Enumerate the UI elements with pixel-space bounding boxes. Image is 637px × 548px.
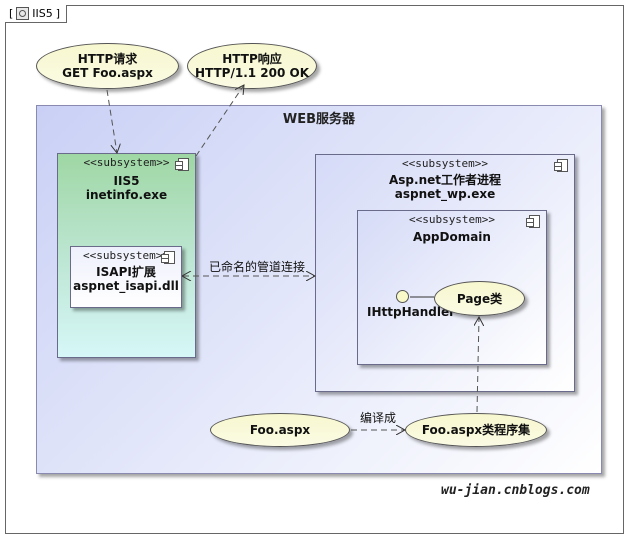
component-icon (175, 158, 189, 171)
footer-credit: wu-jian.cnblogs.com (441, 483, 590, 498)
appdomain-stereotype: <<subsystem>> (408, 213, 496, 226)
worker-name: Asp.net工作者进程 (389, 173, 501, 187)
http-request-line2: GET Foo.aspx (62, 66, 153, 80)
worker-stereotype: <<subsystem>> (401, 157, 489, 170)
frame-title: IIS5 (32, 7, 53, 20)
frame-tab: [ IIS5 ] (5, 5, 68, 23)
component-icon (554, 159, 568, 172)
foo-assembly-label: Foo.aspx类程序集 (421, 423, 531, 437)
http-response-line1: HTTP响应 (222, 52, 282, 66)
http-request-line1: HTTP请求 (77, 52, 138, 66)
foo-aspx-label: Foo.aspx (249, 423, 311, 437)
page-class-label: Page类 (456, 291, 503, 306)
compile-label: 编译成 (360, 411, 397, 425)
foo-aspx-usecase: Foo.aspx (210, 413, 350, 447)
iis5-subname: inetinfo.exe (85, 188, 168, 202)
foo-assembly-usecase: Foo.aspx类程序集 (405, 413, 547, 447)
diagram-icon (16, 7, 30, 20)
http-request-usecase: HTTP请求 GET Foo.aspx (36, 43, 179, 89)
http-response-line2: HTTP/1.1 200 OK (194, 66, 310, 80)
component-icon (161, 251, 175, 264)
page-class-usecase: Page类 (434, 281, 525, 316)
component-icon (526, 215, 540, 228)
http-response-usecase: HTTP响应 HTTP/1.1 200 OK (187, 43, 317, 89)
isapi-subname: aspnet_isapi.dll (73, 279, 179, 293)
isapi-stereotype: <<subsystem>> (82, 249, 170, 262)
ihttphandler-interface-icon (396, 290, 409, 303)
isapi-subsystem: <<subsystem>> ISAPI扩展 aspnet_isapi.dll (70, 246, 182, 308)
appdomain-name: AppDomain (413, 230, 491, 244)
iis5-name: IIS5 (113, 174, 140, 188)
ihttphandler-label: IHttpHandler (367, 305, 456, 319)
named-pipe-label: 已命名的管道连接 (209, 260, 306, 274)
web-server-title: WEB服务器 (282, 112, 356, 127)
worker-subname: aspnet_wp.exe (394, 187, 496, 201)
isapi-name: ISAPI扩展 (96, 265, 156, 279)
iis5-stereotype: <<subsystem>> (83, 156, 170, 169)
